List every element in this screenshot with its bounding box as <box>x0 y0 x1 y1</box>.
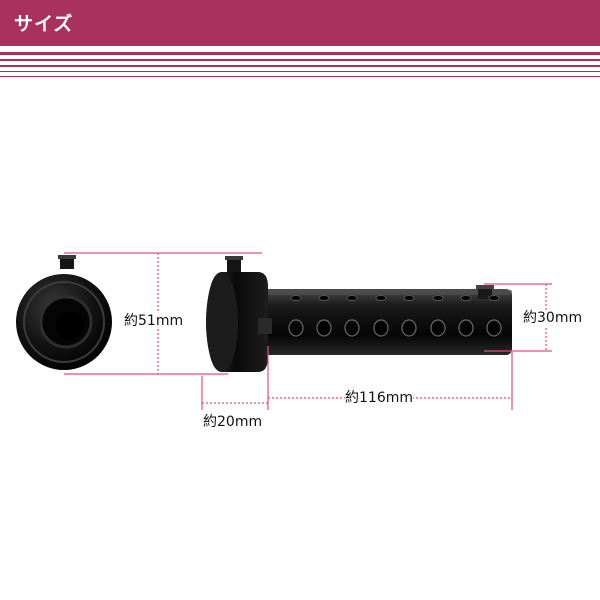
tube-hole-top <box>488 295 500 301</box>
tube-hole <box>430 319 446 337</box>
tube-hole <box>288 319 304 337</box>
tube-bore-inner <box>56 312 84 340</box>
tube-hole-top <box>290 295 302 301</box>
tube-hole <box>316 319 332 337</box>
tube-hole <box>344 319 360 337</box>
flange-set-screw-head <box>225 256 243 260</box>
diameter-label: 約51mm <box>124 313 184 329</box>
front-view <box>16 255 112 370</box>
section-header: サイズ <box>0 0 600 46</box>
section-title: サイズ <box>14 13 74 35</box>
header-stripe <box>0 59 600 61</box>
tube-hole-top <box>460 295 472 301</box>
flange-width-label: 約20mm <box>203 414 263 430</box>
tube-hole <box>401 319 417 337</box>
tube-hole-top <box>432 295 444 301</box>
flange-ring <box>23 281 105 363</box>
tube-set-screw-head <box>476 285 494 289</box>
header-stripe <box>0 65 600 67</box>
header-stripe <box>0 52 600 55</box>
side-view <box>206 256 512 372</box>
flange-joint <box>258 318 272 334</box>
tube-hole-top <box>318 295 330 301</box>
tube-hole-top <box>346 295 358 301</box>
tube-hole <box>458 319 474 337</box>
flange-face <box>206 272 238 372</box>
tube-hole <box>486 319 502 337</box>
header-stripe <box>0 76 600 77</box>
set-screw <box>60 257 74 269</box>
tube-diameter-label: 約30mm <box>523 310 583 326</box>
tube-highlight <box>240 290 512 295</box>
tube-hole-top <box>375 295 387 301</box>
header-stripe <box>0 71 600 72</box>
set-screw-head <box>58 255 76 259</box>
tube-holes <box>288 295 502 337</box>
tube-set-screw <box>478 287 492 299</box>
length-label: 約116mm <box>345 390 413 406</box>
flange-set-screw <box>227 258 241 272</box>
tube-hole <box>373 319 389 337</box>
tube-hole-top <box>403 295 415 301</box>
